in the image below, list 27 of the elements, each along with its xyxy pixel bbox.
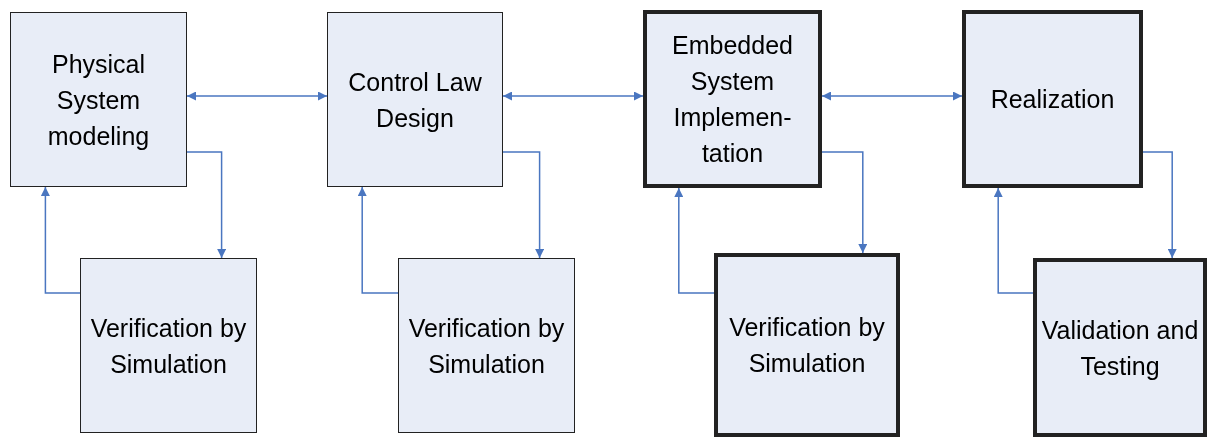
arrow bbox=[186, 91, 328, 101]
arrow bbox=[674, 187, 715, 294]
arrow bbox=[40, 186, 81, 294]
box-label: Verification by Simulation bbox=[728, 312, 886, 379]
arrow bbox=[502, 91, 644, 101]
box-label: Realization bbox=[989, 84, 1116, 115]
arrow bbox=[993, 187, 1034, 294]
process-box bbox=[80, 258, 257, 433]
box-label: Embedded System Implemen-tation bbox=[671, 30, 794, 169]
arrow bbox=[821, 151, 868, 254]
box-label: Control Law Design bbox=[347, 66, 483, 134]
process-box bbox=[643, 10, 822, 188]
process-box bbox=[714, 253, 900, 437]
process-box bbox=[10, 12, 187, 187]
arrow bbox=[821, 91, 963, 101]
box-label: Physical System modeling bbox=[46, 48, 151, 152]
arrow bbox=[1142, 151, 1177, 259]
box-label: Verification by Simulation bbox=[89, 312, 248, 380]
box-label: Validation and Testing bbox=[1040, 314, 1200, 382]
arrow bbox=[186, 151, 227, 259]
arrow bbox=[357, 186, 399, 294]
process-box bbox=[962, 10, 1143, 188]
process-box bbox=[1033, 258, 1207, 437]
arrow bbox=[502, 151, 545, 259]
process-box bbox=[327, 12, 503, 187]
process-box bbox=[398, 258, 575, 433]
box-label: Verification by Simulation bbox=[407, 312, 566, 380]
